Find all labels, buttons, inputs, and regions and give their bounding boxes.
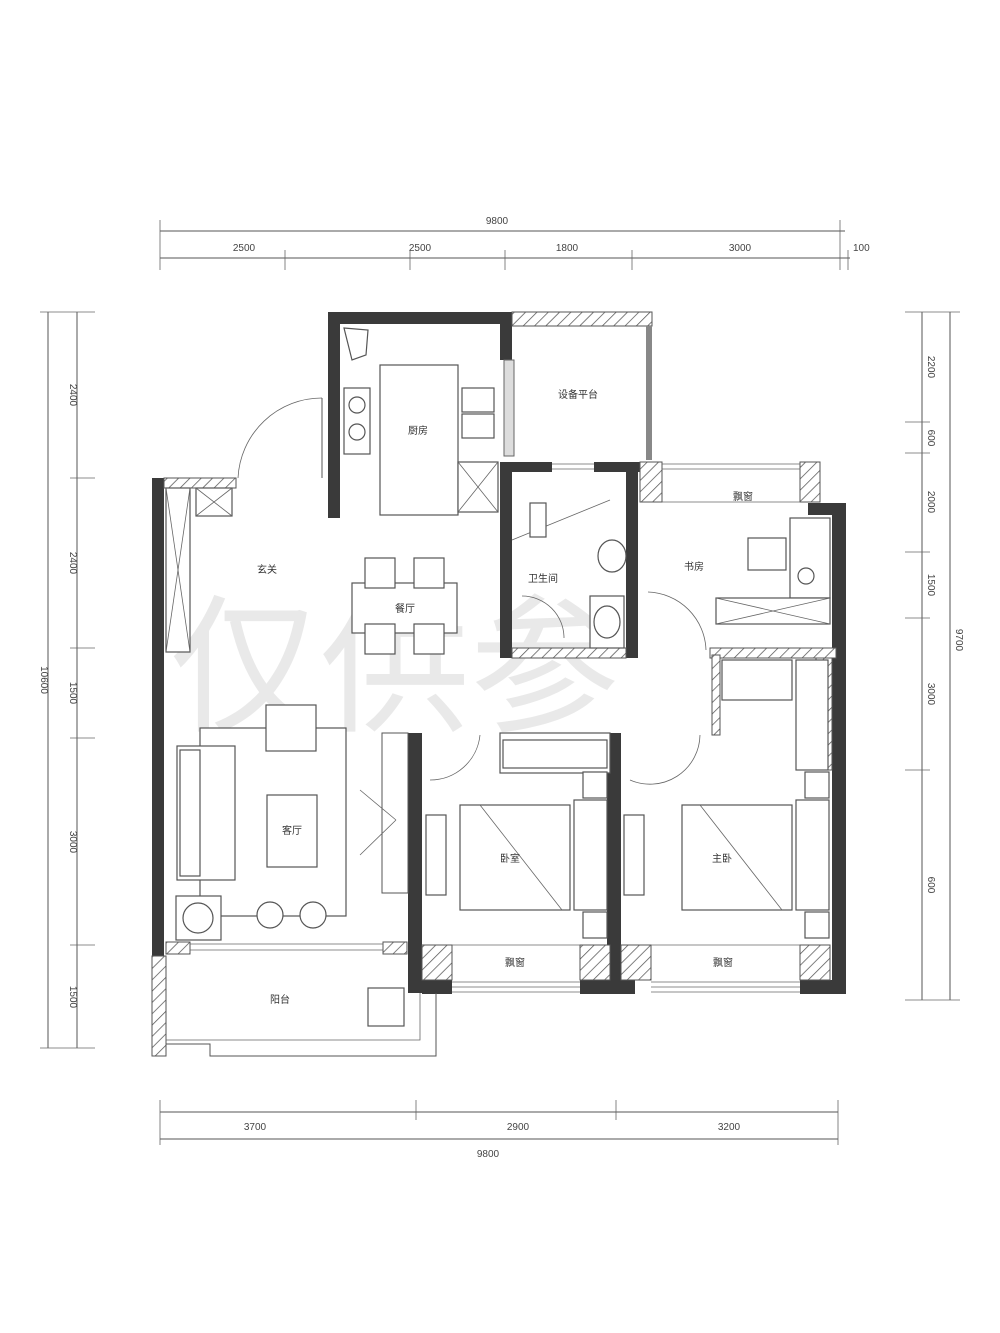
dim-left-5: 1500 <box>67 986 78 1009</box>
label-bedroom-bay-window: 飘窗 <box>505 956 525 969</box>
label-bathroom: 卫生间 <box>528 572 558 585</box>
dim-top-4: 3000 <box>729 243 752 254</box>
furniture <box>165 327 831 1027</box>
room-labels: 厨房 设备平台 卫生间 书房 飘窗 玄关 餐厅 客厅 阳台 卧室 主卧 飘窗 飘… <box>257 388 753 1006</box>
label-living: 客厅 <box>282 824 302 837</box>
dim-bottom-3: 3200 <box>718 1122 741 1133</box>
label-equipment-platform: 设备平台 <box>558 388 598 401</box>
top-dimension-lines: 9800 2500 2500 1800 3000 100 <box>159 216 870 270</box>
label-study-bay-window: 飘窗 <box>733 490 753 503</box>
dim-left-2: 2400 <box>67 552 78 575</box>
dim-right-2: 600 <box>925 430 936 447</box>
label-bedroom: 卧室 <box>500 852 520 865</box>
left-dimension-lines: 10600 2400 2400 1500 3000 1500 <box>38 311 95 1049</box>
dim-left-4: 3000 <box>67 831 78 854</box>
dim-right-1: 2200 <box>925 356 936 379</box>
dim-top-1: 2500 <box>233 243 256 254</box>
bottom-dimension-lines: 3700 2900 3200 9800 <box>159 1100 839 1160</box>
dim-top-total: 9800 <box>486 216 509 227</box>
dim-top-5: 100 <box>853 243 870 254</box>
dim-top-2: 2500 <box>409 243 432 254</box>
label-kitchen: 厨房 <box>408 424 428 437</box>
dim-right-5: 3000 <box>925 683 936 706</box>
label-study: 书房 <box>684 560 704 573</box>
dim-top-3: 1800 <box>556 243 579 254</box>
dim-left-3: 1500 <box>67 682 78 705</box>
label-entrance: 玄关 <box>257 563 277 576</box>
windows <box>190 463 800 993</box>
dim-bottom-1: 3700 <box>244 1122 267 1133</box>
label-master-bedroom: 主卧 <box>712 852 732 865</box>
dim-left-1: 2400 <box>67 384 78 407</box>
label-master-bay-window: 飘窗 <box>713 956 733 969</box>
dim-right-total: 9700 <box>953 629 964 652</box>
dim-right-4: 1500 <box>925 574 936 597</box>
dim-right-3: 2000 <box>925 491 936 514</box>
dim-bottom-2: 2900 <box>507 1122 530 1133</box>
dim-left-total: 10600 <box>38 666 49 694</box>
dim-right-6: 600 <box>925 877 936 894</box>
dim-bottom-total: 9800 <box>477 1149 500 1160</box>
right-dimension-lines: 2200 600 2000 1500 3000 600 9700 <box>905 311 964 1001</box>
label-dining: 餐厅 <box>395 602 415 615</box>
label-balcony: 阳台 <box>270 993 290 1006</box>
